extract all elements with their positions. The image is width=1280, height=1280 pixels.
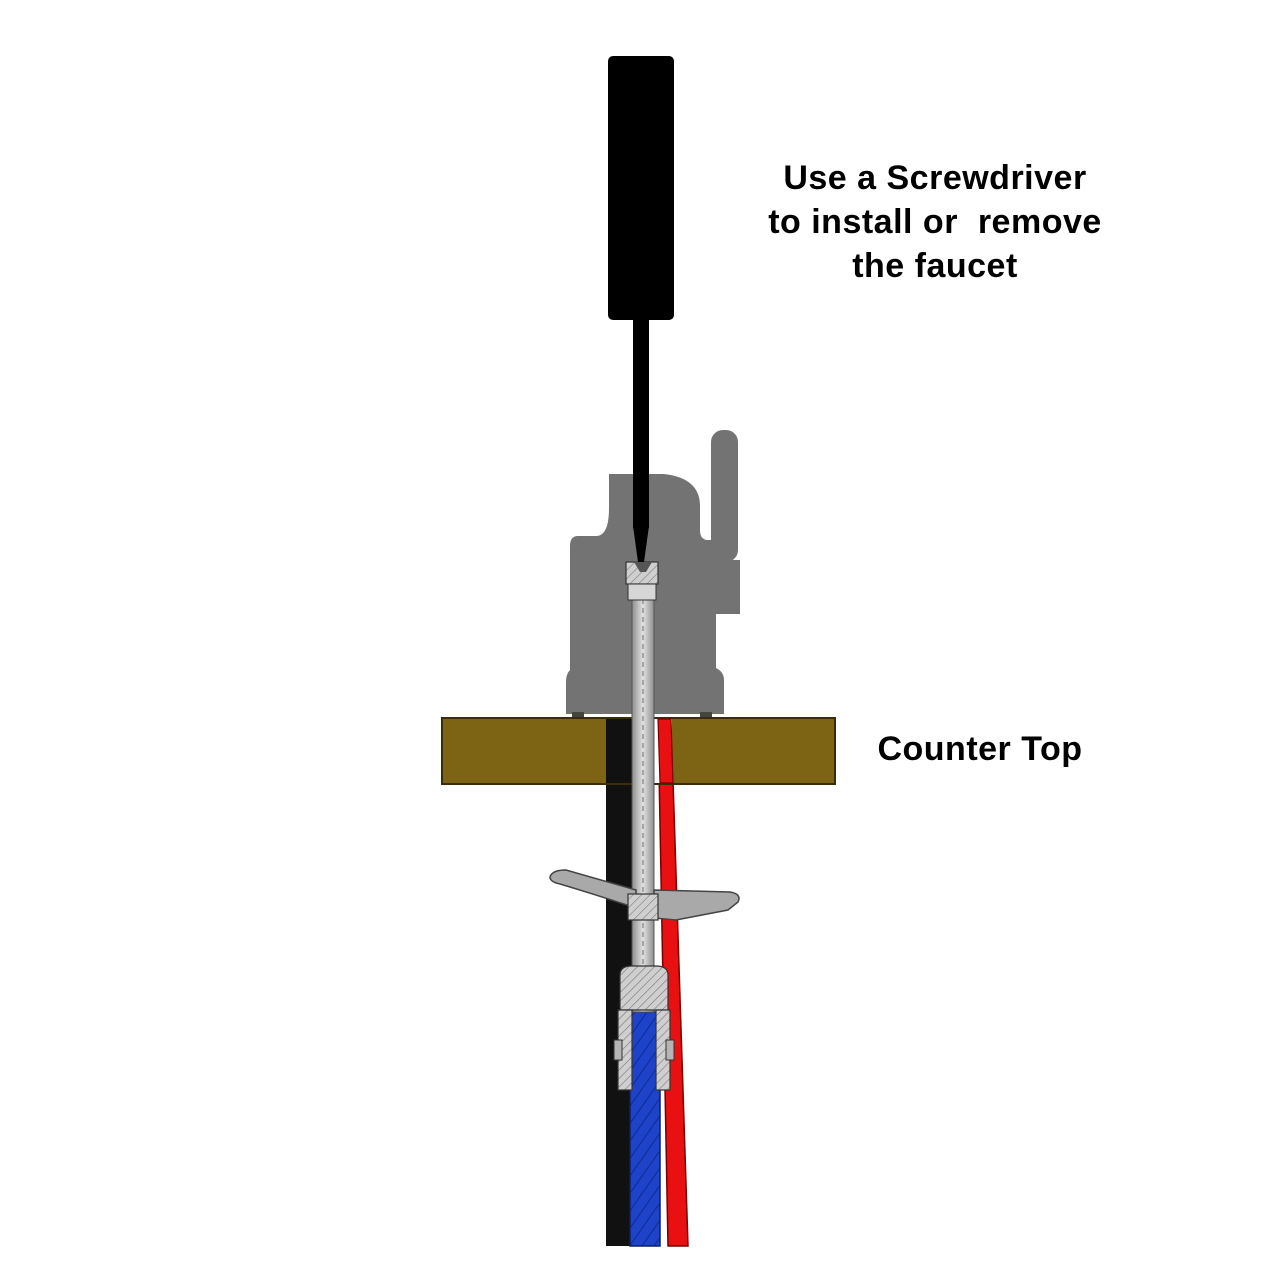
faucet-lever <box>711 430 738 562</box>
mounting-screw-head <box>625 561 659 601</box>
screwdriver-icon <box>608 56 674 562</box>
mounting-bracket <box>549 869 740 921</box>
instruction-line: Use a Screwdriver <box>783 159 1087 197</box>
instruction-line: to install or remove <box>768 203 1102 241</box>
screwdriver-shaft <box>633 316 649 528</box>
screwdriver-handle <box>608 56 674 320</box>
screwdriver-tip <box>633 526 649 562</box>
instruction-text: Use a Screwdriver to install or remove t… <box>690 156 1180 288</box>
instruction-line: the faucet <box>852 247 1018 285</box>
hose-coupling <box>613 965 675 1091</box>
cold-water-line <box>629 1011 661 1247</box>
counter-top-label: Counter Top <box>877 730 1083 768</box>
mounting-rod <box>631 581 655 1013</box>
